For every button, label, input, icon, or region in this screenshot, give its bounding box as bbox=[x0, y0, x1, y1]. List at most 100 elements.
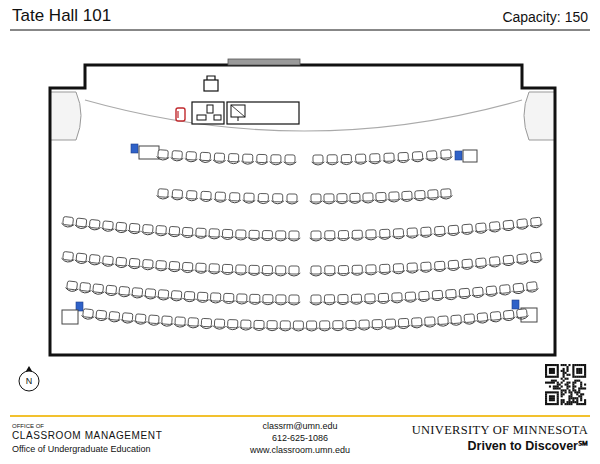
seat bbox=[274, 231, 287, 241]
seat bbox=[515, 254, 529, 265]
qr-module bbox=[563, 376, 565, 378]
seat bbox=[502, 255, 516, 266]
seat bbox=[378, 264, 391, 274]
qr-module bbox=[578, 372, 580, 374]
seat bbox=[248, 230, 261, 240]
seat bbox=[74, 218, 88, 229]
qr-module bbox=[551, 403, 553, 405]
seat bbox=[488, 256, 501, 267]
seat bbox=[362, 193, 375, 203]
seat bbox=[257, 193, 270, 203]
seat bbox=[364, 294, 377, 304]
qr-module bbox=[557, 384, 559, 386]
qr-module bbox=[551, 399, 553, 401]
qr-module bbox=[578, 391, 580, 393]
qr-module bbox=[547, 364, 549, 366]
seat bbox=[235, 294, 248, 304]
seat bbox=[423, 317, 436, 328]
phone-icon bbox=[177, 111, 178, 118]
seat bbox=[187, 318, 200, 329]
seat bbox=[88, 219, 102, 230]
seat bbox=[208, 229, 221, 240]
qr-module bbox=[557, 376, 559, 378]
seat bbox=[214, 192, 227, 203]
qr-module bbox=[561, 378, 563, 380]
seat bbox=[279, 321, 292, 331]
seat bbox=[323, 231, 336, 241]
seat bbox=[117, 286, 130, 297]
seat bbox=[515, 309, 529, 320]
qr-module bbox=[563, 393, 565, 395]
seat bbox=[286, 194, 299, 204]
qr-module bbox=[576, 364, 578, 366]
seat bbox=[234, 230, 247, 240]
seat bbox=[74, 253, 88, 264]
projection-screen bbox=[228, 59, 300, 65]
qr-module bbox=[566, 401, 568, 403]
seat bbox=[387, 192, 400, 203]
seat bbox=[227, 153, 240, 163]
qr-module bbox=[572, 389, 574, 391]
qr-module bbox=[568, 403, 570, 405]
qr-module bbox=[563, 370, 565, 372]
door-alcove bbox=[50, 92, 81, 140]
seat bbox=[447, 260, 460, 271]
seat bbox=[156, 189, 169, 200]
seat bbox=[141, 224, 154, 235]
qr-module bbox=[580, 399, 582, 401]
seat bbox=[199, 152, 212, 163]
seat bbox=[463, 314, 476, 325]
seat bbox=[261, 230, 274, 240]
qr-module bbox=[551, 370, 553, 372]
north-arrow bbox=[19, 366, 39, 391]
seat bbox=[354, 154, 367, 164]
qr-module bbox=[582, 387, 584, 389]
qr-module bbox=[563, 372, 565, 374]
qr-module bbox=[580, 385, 582, 387]
seat bbox=[171, 190, 184, 201]
compass-letter: N bbox=[26, 376, 33, 386]
qr-module bbox=[557, 397, 559, 399]
header-rule bbox=[10, 30, 590, 31]
qr-module bbox=[561, 364, 563, 366]
seat bbox=[61, 216, 75, 227]
qr-module bbox=[572, 384, 574, 386]
qr-module bbox=[576, 372, 578, 374]
qr-module bbox=[580, 370, 582, 372]
qr-module bbox=[549, 382, 551, 384]
qr-module bbox=[568, 399, 570, 401]
qr-module bbox=[582, 364, 584, 366]
seat bbox=[345, 320, 358, 330]
qr-module bbox=[545, 395, 547, 397]
seat bbox=[458, 288, 471, 299]
qr-module bbox=[580, 395, 582, 397]
qr-module bbox=[545, 391, 547, 393]
seat bbox=[160, 316, 173, 327]
qr-module bbox=[580, 364, 582, 366]
qr-module bbox=[580, 403, 582, 405]
office-name: CLASSROOM MANAGEMENT bbox=[12, 430, 162, 442]
qr-module bbox=[566, 374, 568, 376]
qr-code bbox=[545, 364, 586, 405]
qr-module bbox=[578, 389, 580, 391]
seat bbox=[365, 230, 378, 240]
contact-phone: 612-625-1086 bbox=[272, 433, 328, 443]
seat bbox=[392, 264, 405, 275]
seat bbox=[515, 219, 529, 230]
qr-module bbox=[580, 387, 582, 389]
qr-module bbox=[572, 370, 574, 372]
qr-module bbox=[555, 387, 557, 389]
qr-module bbox=[566, 366, 568, 368]
university-name: UNIVERSITY OF MINNESOTA bbox=[412, 423, 588, 437]
seat bbox=[485, 286, 498, 297]
qr-module bbox=[570, 397, 572, 399]
seat bbox=[318, 321, 331, 331]
qr-module bbox=[568, 391, 570, 393]
seat bbox=[529, 252, 543, 263]
seat bbox=[114, 222, 127, 233]
qr-module bbox=[578, 403, 580, 405]
room-title: Tate Hall 101 bbox=[12, 6, 111, 26]
seat bbox=[104, 285, 118, 296]
qr-module bbox=[584, 403, 586, 405]
qr-module bbox=[557, 364, 559, 366]
